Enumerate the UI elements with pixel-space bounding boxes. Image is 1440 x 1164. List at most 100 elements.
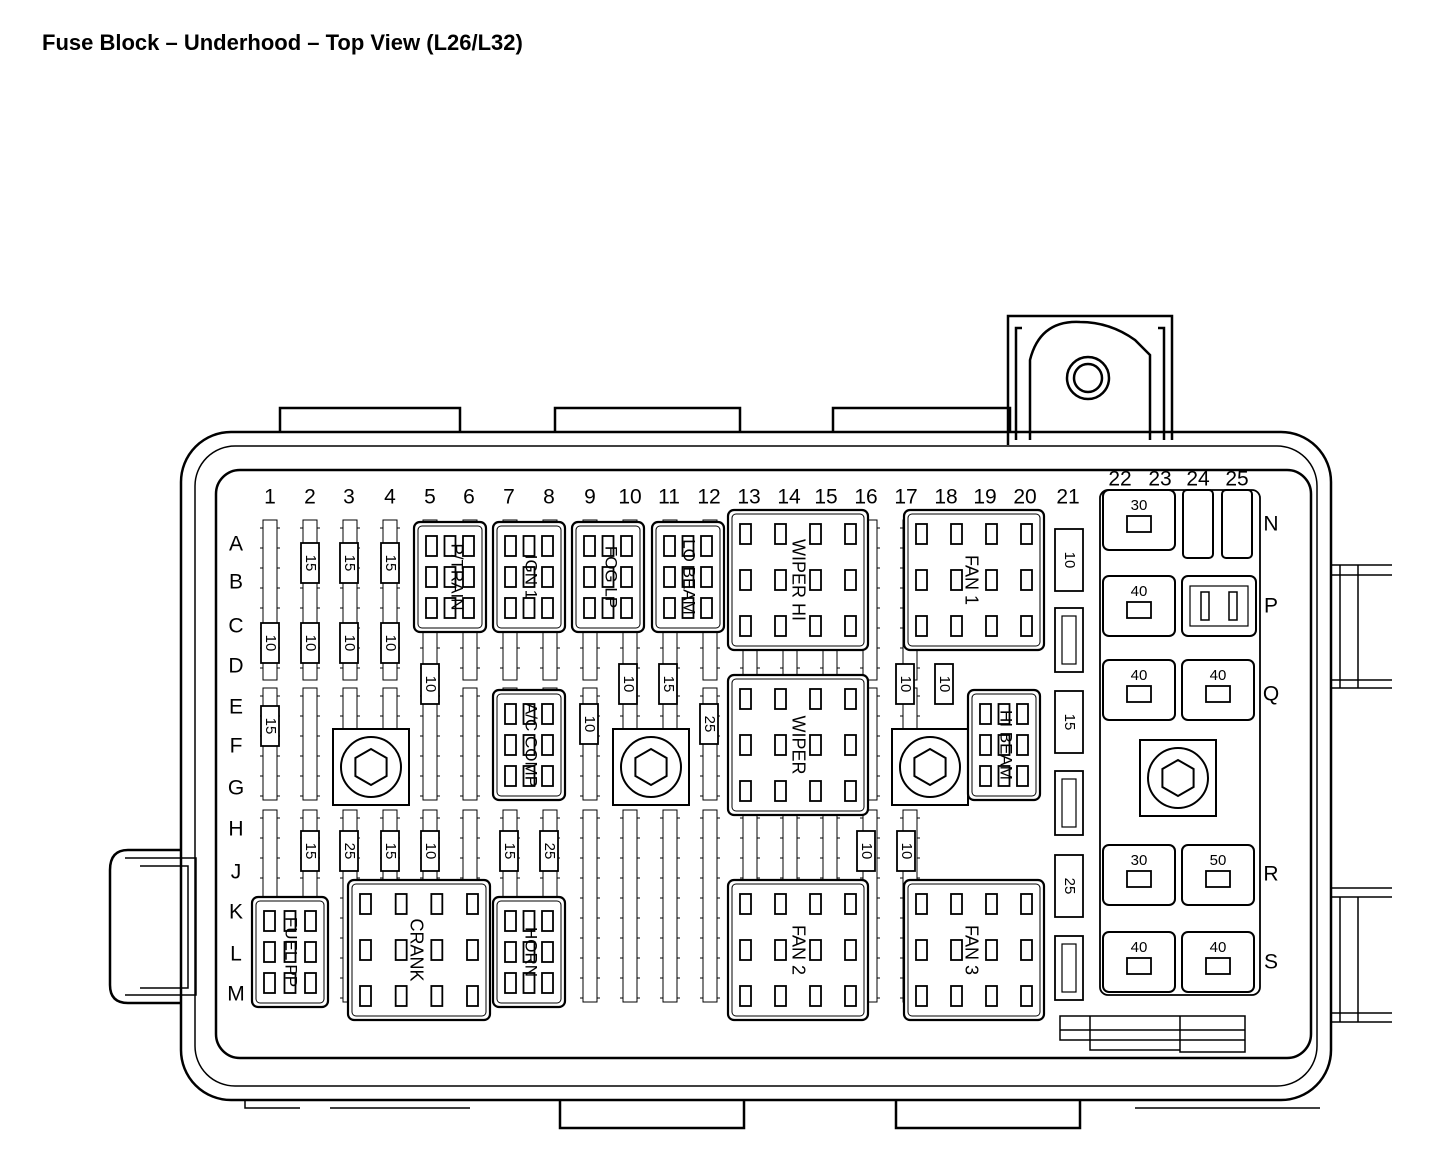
- relay-ac_comp: A/C COMP: [491, 688, 567, 802]
- mini-fuse-f9_ef: 10: [579, 703, 599, 745]
- relay-label-horn: HORN: [522, 927, 541, 977]
- row-label-M: M: [227, 983, 245, 1006]
- mini-fuse-f4_hj: 15: [380, 830, 400, 872]
- fuse-rating-f21_e: 15: [1061, 714, 1078, 731]
- relay-label-wiperhi: WIPER HI: [788, 539, 808, 621]
- housing-tab: [553, 406, 742, 431]
- fuse-rating-f17_de: 10: [897, 676, 914, 693]
- maxi-fuse-q22: 40: [1102, 659, 1176, 721]
- relay-wiper: WIPER: [726, 673, 870, 817]
- column-label-4: 4: [384, 486, 396, 509]
- relay-label-fan1: FAN 1: [961, 555, 981, 605]
- fuse-rating-f3_cd: 10: [341, 635, 358, 652]
- mini-fuse-f2_hj: 15: [300, 830, 320, 872]
- fuse-rating-f11_de: 15: [660, 676, 677, 693]
- hex-bolt-icon: [1147, 747, 1209, 809]
- row-label-L: L: [230, 943, 242, 966]
- column-label-3: 3: [343, 486, 355, 509]
- column-label-10: 10: [618, 486, 641, 509]
- housing-inner: [214, 468, 1313, 1060]
- mini-fuse-f2_ab: 15: [300, 542, 320, 584]
- fuse-rating-f1_ef: 15: [262, 718, 279, 735]
- fuse-rating-f17_hj: 10: [898, 843, 915, 860]
- empty-maxi-slot: [1221, 489, 1253, 559]
- empty-fuse-slot: [1054, 607, 1084, 673]
- row-label-K: K: [229, 901, 243, 924]
- column-label-8: 8: [543, 486, 555, 509]
- diagram-title: Fuse Block – Underhood – Top View (L26/L…: [42, 30, 523, 55]
- mini-fuse-f12_ef: 25: [699, 703, 719, 745]
- row-label-G: G: [228, 777, 244, 800]
- fuse-rating-f16_hj: 10: [858, 843, 875, 860]
- mini-fuse-f3_hj: 25: [339, 830, 359, 872]
- fuse-rating-f3_hj: 25: [341, 843, 358, 860]
- row-label-C: C: [228, 615, 243, 638]
- relay-label-wiper: WIPER: [788, 715, 808, 774]
- fuse-rating-f2_hj: 15: [302, 843, 319, 860]
- mini-fuse-f21_e: 15: [1054, 690, 1084, 754]
- relay-label-fan3: FAN 3: [961, 925, 981, 975]
- column-label-14: 14: [777, 486, 801, 509]
- fuse-rating-f21_a: 10: [1061, 552, 1078, 569]
- column-label-6: 6: [463, 486, 475, 509]
- maxi-rating-q24: 40: [1210, 667, 1227, 684]
- column-label-25: 25: [1225, 468, 1248, 491]
- row-label-A: A: [229, 533, 243, 556]
- column-label-19: 19: [973, 486, 996, 509]
- maxi-rating-p22: 40: [1131, 583, 1148, 600]
- column-label-24: 24: [1186, 468, 1210, 491]
- mini-fuse-f11_de: 15: [658, 663, 678, 705]
- relay-label-ign1: IGN 1: [522, 555, 541, 599]
- maxi-rating-r24: 50: [1210, 852, 1227, 869]
- fuse-rating-f3_ab: 15: [341, 555, 358, 572]
- maxi-fuse-s24: 40: [1181, 931, 1255, 993]
- relay-label-crank: CRANK: [406, 918, 426, 981]
- mini-fuse-f5_de: 10: [420, 663, 440, 705]
- mini-fuse-f17_hj: 10: [896, 830, 916, 872]
- mini-fuse-f3_cd: 10: [339, 622, 359, 664]
- column-label-13: 13: [737, 486, 760, 509]
- maxi-fuse-s22: 40: [1102, 931, 1176, 993]
- fuse-rating-f4_hj: 15: [382, 843, 399, 860]
- column-label-20: 20: [1013, 486, 1036, 509]
- mini-fuse-f1_cd: 10: [260, 622, 280, 664]
- column-label-18: 18: [934, 486, 957, 509]
- mini-fuse-f21_j: 25: [1054, 854, 1084, 918]
- row-label-E: E: [229, 696, 243, 719]
- fuse-rating-f5_hj: 10: [422, 843, 439, 860]
- maxi-fuse-r24: 50: [1181, 844, 1255, 906]
- relay-label-ptrain: P/TRAIN: [448, 543, 467, 610]
- mount-bolt: [1065, 355, 1111, 401]
- column-label-17: 17: [894, 486, 917, 509]
- relay-lobeam: LO BEAM: [650, 520, 726, 634]
- column-label-1: 1: [264, 486, 276, 509]
- fuse-rating-f2_ab: 15: [302, 555, 319, 572]
- relay-horn: HORN: [491, 895, 567, 1009]
- row-label-B: B: [229, 571, 243, 594]
- row-label-S: S: [1264, 951, 1278, 974]
- mini-fuse-f4_ab: 15: [380, 542, 400, 584]
- housing-tab: [894, 1100, 1082, 1130]
- column-label-2: 2: [304, 486, 316, 509]
- relay-fan1: FAN 1: [902, 508, 1046, 652]
- mini-fuse-f1_ef: 15: [260, 705, 280, 747]
- maxi-slot-p24: [1181, 575, 1257, 637]
- column-label-15: 15: [814, 486, 837, 509]
- relay-label-hibeam: HI BEAM: [997, 710, 1016, 780]
- mini-fuse-f2_cd: 10: [300, 622, 320, 664]
- relay-ptrain: P/TRAIN: [412, 520, 488, 634]
- fuse-rating-f4_cd: 10: [382, 635, 399, 652]
- hex-bolt-icon: [340, 736, 402, 798]
- row-label-N: N: [1263, 513, 1278, 536]
- fuse-rating-f5_de: 10: [422, 676, 439, 693]
- column-label-23: 23: [1148, 468, 1171, 491]
- relay-hibeam: HI BEAM: [966, 688, 1042, 802]
- row-label-F: F: [230, 735, 243, 758]
- fuse-rating-f21_j: 25: [1061, 878, 1078, 895]
- mini-fuse-f8_hj: 25: [539, 830, 559, 872]
- maxi-fuse-p22: 40: [1102, 575, 1176, 637]
- housing-tab: [278, 406, 462, 431]
